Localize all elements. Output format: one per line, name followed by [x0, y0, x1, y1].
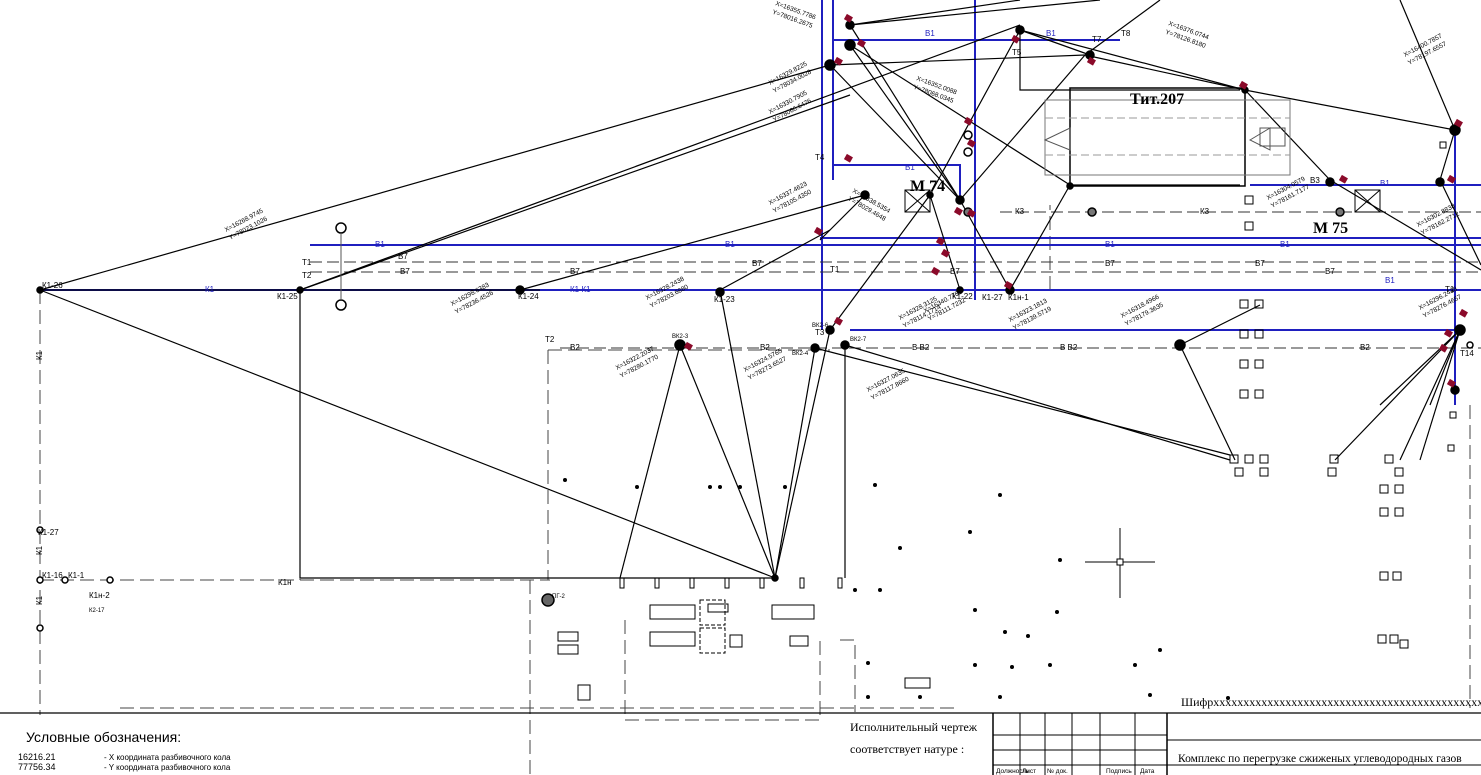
svg-text:К3: К3: [1200, 207, 1210, 216]
svg-text:Т1: Т1: [1445, 285, 1455, 294]
structure-m75[interactable]: [1354, 189, 1381, 213]
svg-text:ПГ-2: ПГ-2: [552, 594, 566, 600]
svg-text:В2: В2: [570, 343, 580, 352]
crosshair-icon: [1085, 528, 1155, 598]
svg-text:Должность: Должность: [996, 768, 1030, 775]
svg-text:В1: В1: [905, 163, 915, 172]
svg-text:В1: В1: [725, 240, 735, 249]
svg-text:Т3: Т3: [815, 328, 825, 337]
svg-text:В7: В7: [1325, 267, 1335, 276]
svg-text:К1н: К1н: [278, 578, 292, 587]
title-block-frame: [0, 712, 1481, 775]
svg-text:К1: К1: [35, 595, 44, 605]
boundary-lines: [39, 205, 1471, 775]
svg-text:Т7: Т7: [1092, 35, 1102, 44]
svg-text:Т2: Т2: [302, 271, 312, 280]
svg-text:В7: В7: [400, 267, 410, 276]
executive-note-line1: Исполнительный чертеж: [850, 720, 978, 734]
svg-text:К1: К1: [35, 545, 44, 555]
label-m74: М 74: [910, 178, 945, 195]
legend-row-x: 16216.21 - X координата разбивочного кола: [18, 752, 231, 762]
svg-text:В7: В7: [752, 259, 762, 268]
svg-text:Т1: Т1: [302, 258, 312, 267]
svg-text:В7: В7: [950, 267, 960, 276]
svg-text:В7: В7: [1105, 259, 1115, 268]
wells: [36, 20, 1474, 632]
svg-text:К3: К3: [1015, 207, 1025, 216]
svg-text:Т2: Т2: [545, 335, 555, 344]
svg-text:К1-16: К1-16: [42, 571, 63, 580]
svg-text:В2: В2: [760, 343, 770, 352]
svg-text:К1-26: К1-26: [42, 281, 63, 290]
svg-text:В1: В1: [375, 240, 385, 249]
svg-text:К1-27: К1-27: [38, 528, 59, 537]
building-207[interactable]: [1043, 87, 1291, 187]
svg-text:Т5: Т5: [1012, 48, 1022, 57]
legend-text-x: - X координата разбивочного кола: [104, 753, 231, 762]
label-m75: М 75: [1313, 220, 1348, 237]
legend-title: Условные обозначения:: [26, 729, 182, 745]
svg-text:В3: В3: [1310, 176, 1320, 185]
svg-text:В1: В1: [1385, 276, 1395, 285]
svg-text:ВК2-6: ВК2-6: [812, 323, 829, 329]
svg-text:Т1: Т1: [830, 265, 840, 274]
svg-text:В1: В1: [1105, 240, 1115, 249]
structure-m74[interactable]: [904, 189, 931, 213]
svg-text:К2-17: К2-17: [89, 608, 105, 614]
heat-lines: [299, 211, 1481, 580]
svg-text:К1-25: К1-25: [277, 292, 298, 301]
svg-text:К1-22: К1-22: [952, 292, 973, 301]
svg-text:В7: В7: [398, 252, 408, 261]
svg-text:В1: В1: [1280, 240, 1290, 249]
svg-text:№ док.: № док.: [1047, 768, 1068, 775]
svg-text:ВК2-3: ВК2-3: [672, 334, 689, 340]
executive-note-line2: соответствует натуре :: [850, 742, 965, 756]
drawing-labels: Тит.207 М 74 М 75 К1-26 К1-25 К1-24 К1-2…: [35, 29, 1474, 614]
svg-text:ВК2-4: ВК2-4: [792, 351, 809, 357]
svg-text:В В2: В В2: [912, 343, 930, 352]
legend-text-y: - Y координата разбивочного кола: [104, 763, 231, 772]
legend-row-y: 77756.34 - Y координата разбивочного кола: [18, 762, 230, 772]
red-markers: [683, 13, 1468, 388]
svg-text:К1-24: К1-24: [518, 292, 539, 301]
point-dots: [563, 478, 1230, 700]
svg-text:Лист: Лист: [1022, 768, 1036, 775]
svg-text:Т4: Т4: [815, 153, 825, 162]
svg-text:Т14: Т14: [1460, 349, 1474, 358]
svg-text:ВК2-7: ВК2-7: [850, 337, 867, 343]
executive-note: Исполнительный чертеж соответствует нату…: [850, 716, 977, 760]
cipher-label: Шифрxxxxxxxxxxxxxxxxxxxxxxxxxxxxxxxxxxxx…: [1181, 695, 1481, 709]
svg-text:В1: В1: [1046, 29, 1056, 38]
svg-text:К1 К1: К1 К1: [570, 285, 591, 294]
svg-text:К1-1: К1-1: [68, 571, 85, 580]
svg-text:В7: В7: [570, 267, 580, 276]
svg-text:В2: В2: [1360, 343, 1370, 352]
svg-text:К1н-1: К1н-1: [1008, 293, 1029, 302]
svg-text:В1: В1: [1380, 179, 1390, 188]
svg-text:К1: К1: [35, 350, 44, 360]
svg-text:Подпись: Подпись: [1106, 768, 1132, 775]
svg-text:К1н-2: К1н-2: [89, 591, 110, 600]
svg-text:К1-23: К1-23: [714, 295, 735, 304]
svg-text:В1: В1: [925, 29, 935, 38]
label-building-207: Тит.207: [1130, 91, 1184, 108]
svg-text:Т8: Т8: [1121, 29, 1131, 38]
svg-text:К1-27: К1-27: [982, 293, 1003, 302]
legend-code-y: 77756.34: [18, 762, 56, 772]
fixtures: [557, 141, 1457, 701]
legend-code-x: 16216.21: [18, 752, 56, 762]
svg-text:В7: В7: [1255, 259, 1265, 268]
svg-text:В В2: В В2: [1060, 343, 1078, 352]
svg-text:К1: К1: [205, 285, 215, 294]
stamp-headers: Должность Лист № док. Подпись Дата: [996, 768, 1155, 775]
water-lines: [40, 0, 1481, 405]
project-title: Комплекс по перегрузке сжиженых углеводо…: [1178, 753, 1462, 765]
svg-text:Дата: Дата: [1140, 768, 1155, 775]
